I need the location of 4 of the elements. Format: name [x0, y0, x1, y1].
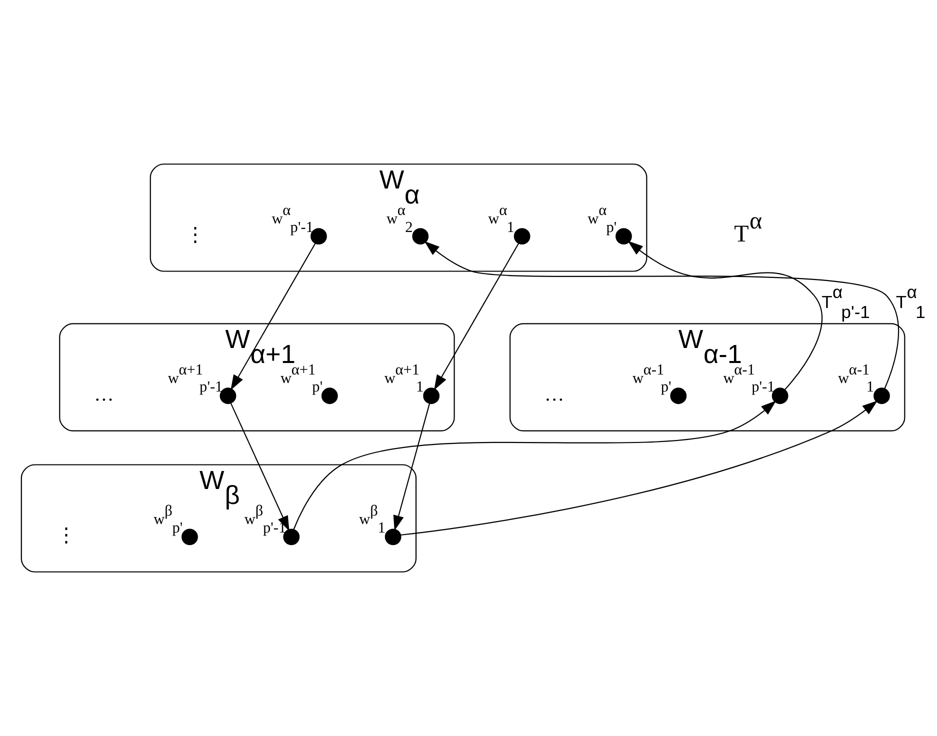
label: … [544, 384, 564, 406]
label: ⋮ [56, 524, 76, 547]
label: ⋮ [185, 224, 206, 246]
label: … [94, 384, 114, 406]
